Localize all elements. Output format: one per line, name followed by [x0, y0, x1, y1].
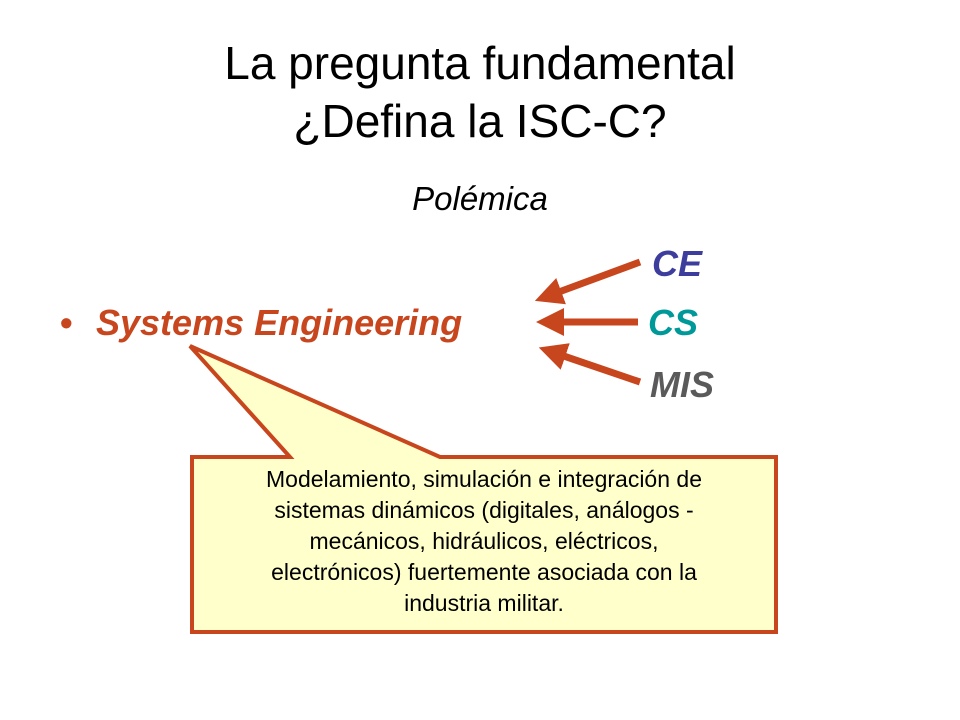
bullet-dot-icon: •	[60, 302, 73, 343]
tag-mis: MIS	[650, 364, 715, 405]
callout-bubble	[188, 344, 778, 634]
bullet-systems-engineering: • Systems Engineering	[60, 302, 462, 344]
bullet-label: Systems Engineering	[96, 302, 463, 343]
arrow-from-mis	[538, 343, 642, 386]
arrow-from-ce	[534, 258, 642, 305]
slide-title: La pregunta fundamental ¿Defina la ISC-C…	[0, 34, 960, 150]
title-line-1: La pregunta fundamental	[224, 37, 736, 89]
callout-text: Modelamiento, simulación e integración d…	[266, 466, 702, 616]
tag-cs: CS	[648, 302, 699, 343]
title-line-2: ¿Defina la ISC-C?	[293, 95, 667, 147]
tag-ce: CE	[652, 243, 703, 284]
subtitle: Polémica	[412, 180, 548, 217]
